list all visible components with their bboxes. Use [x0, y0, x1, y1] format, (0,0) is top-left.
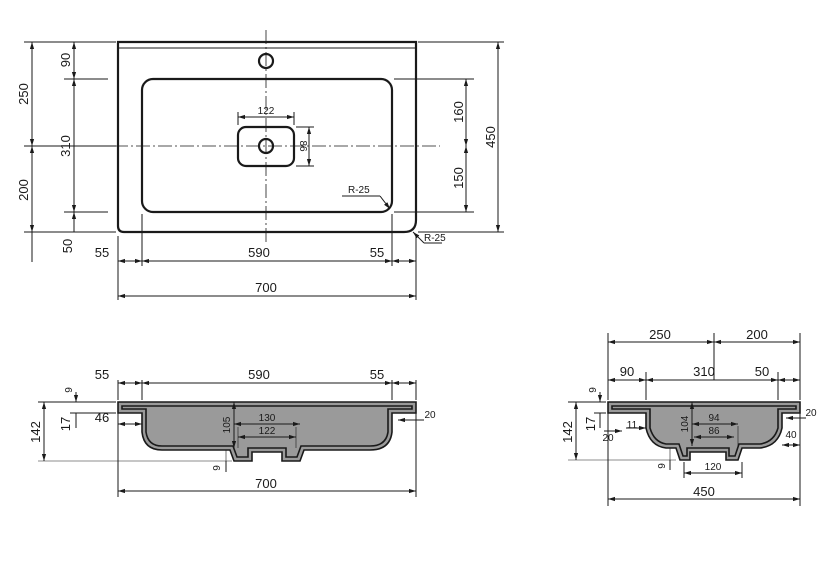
dim-left-90: 90 [58, 53, 73, 67]
front-dim-122: 122 [259, 426, 276, 437]
inner-radius-label: R-25 [348, 185, 370, 196]
front-dim-20: 20 [424, 410, 436, 421]
side-dim-40: 40 [785, 430, 797, 441]
dim-left-50: 50 [60, 239, 75, 253]
basin-outline [116, 40, 418, 234]
front-section-profile [117, 401, 417, 462]
side-dim-9: 9 [588, 387, 599, 393]
side-dim-20-right: 20 [805, 408, 817, 419]
dim-right-150: 150 [451, 167, 466, 189]
front-dim-9: 9 [64, 387, 75, 393]
front-dim-142: 142 [28, 421, 43, 443]
side-dim-250: 250 [649, 327, 671, 342]
dim-bottom-700: 700 [255, 280, 277, 295]
side-dim-310: 310 [693, 364, 715, 379]
dim-left-250: 250 [16, 83, 31, 105]
side-section: 250 200 90 310 50 142 9 17 20 11 104 94 … [560, 327, 817, 506]
front-dim-130: 130 [259, 413, 276, 424]
front-dim-700: 700 [255, 476, 277, 491]
side-dim-50: 50 [755, 364, 769, 379]
front-dim-17: 17 [58, 417, 73, 431]
dim-bottom-590: 590 [248, 245, 270, 260]
side-dim-94: 94 [708, 413, 720, 424]
dim-bottom-55-right: 55 [370, 245, 384, 260]
front-dim-590: 590 [248, 367, 270, 382]
side-dim-200: 200 [746, 327, 768, 342]
dim-drain-86: 86 [297, 140, 308, 152]
side-dim-142: 142 [560, 421, 575, 443]
dim-left-310: 310 [58, 135, 73, 157]
bowl-outline [140, 77, 394, 214]
front-dim-105: 105 [222, 416, 233, 433]
front-dim-46: 46 [95, 410, 109, 425]
top-view: 250 200 50 90 310 160 150 450 122 86 R-2… [16, 30, 504, 300]
front-dim-55-right: 55 [370, 367, 384, 382]
dim-left-200: 200 [16, 179, 31, 201]
front-section: 55 590 55 142 9 17 46 105 130 122 20 9 [28, 367, 436, 497]
front-dim-9-bottom: 9 [212, 465, 223, 471]
side-section-profile [607, 401, 801, 461]
dim-right-160: 160 [451, 101, 466, 123]
side-dim-90: 90 [620, 364, 634, 379]
dim-bottom-55-left: 55 [95, 245, 109, 260]
front-dim-55-left: 55 [95, 367, 109, 382]
outer-radius-label: R-25 [424, 233, 446, 244]
side-dim-86: 86 [708, 426, 720, 437]
side-dim-11: 11 [627, 420, 638, 431]
side-dim-9-bottom: 9 [657, 463, 668, 469]
dim-right-450: 450 [483, 126, 498, 148]
side-dim-120: 120 [705, 462, 722, 473]
side-dim-104: 104 [680, 415, 691, 432]
dim-drain-122: 122 [258, 106, 275, 117]
side-dim-17: 17 [583, 417, 598, 431]
side-dim-450: 450 [693, 484, 715, 499]
